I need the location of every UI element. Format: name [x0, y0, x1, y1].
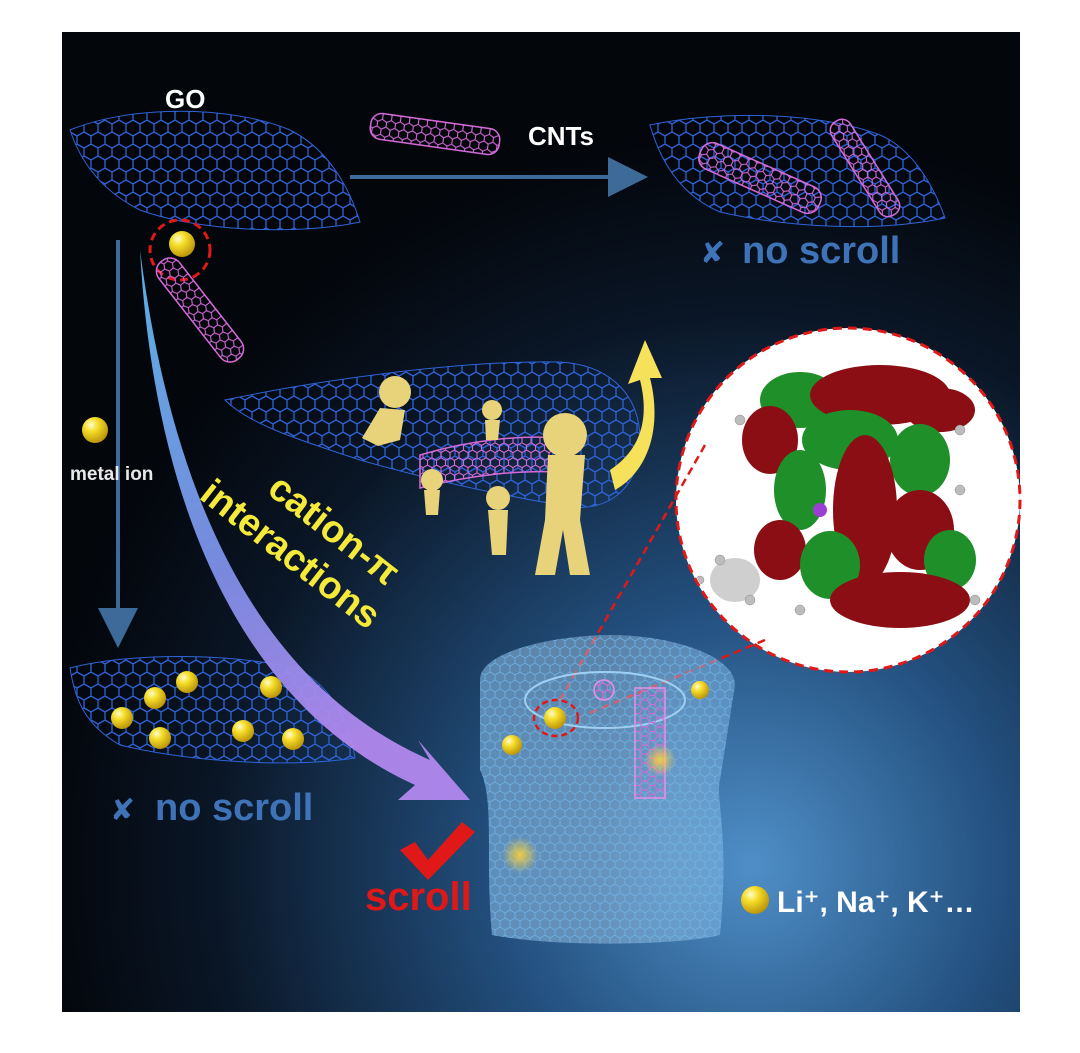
metal-ion-label: metal ion	[70, 464, 153, 485]
cross-mark-icon-top: ✘	[700, 237, 725, 270]
legend-ion-icon	[741, 886, 769, 914]
nanoscroll	[480, 635, 735, 944]
nanotube-cnts	[369, 112, 501, 156]
cross-mark-icon-bottom: ✘	[110, 794, 135, 827]
curl-arrow	[610, 340, 662, 490]
legend-label: Li⁺, Na⁺, K⁺…	[777, 886, 975, 919]
molecular-orbital-inset	[674, 326, 1022, 674]
nanotube-small	[155, 257, 245, 363]
rolling-sheet	[223, 361, 641, 508]
ions-on-sheet	[111, 671, 304, 750]
no-scroll-label-bottom: no scroll	[155, 787, 313, 829]
big-curved-arrow	[140, 250, 470, 800]
cnts-label: CNTs	[528, 121, 594, 151]
cartoon-figures	[362, 376, 590, 575]
go-cnt-sheet	[649, 114, 946, 228]
check-mark-icon	[400, 822, 475, 880]
no-scroll-label-top: no scroll	[742, 230, 900, 272]
leader-line-1	[558, 444, 707, 701]
go-label: GO	[165, 84, 205, 114]
metal-ion-left	[82, 417, 108, 443]
go-sheet	[69, 110, 361, 231]
metal-ion-highlighted	[169, 231, 195, 257]
scroll-label: scroll	[365, 875, 472, 919]
highlight-circle	[148, 218, 212, 282]
